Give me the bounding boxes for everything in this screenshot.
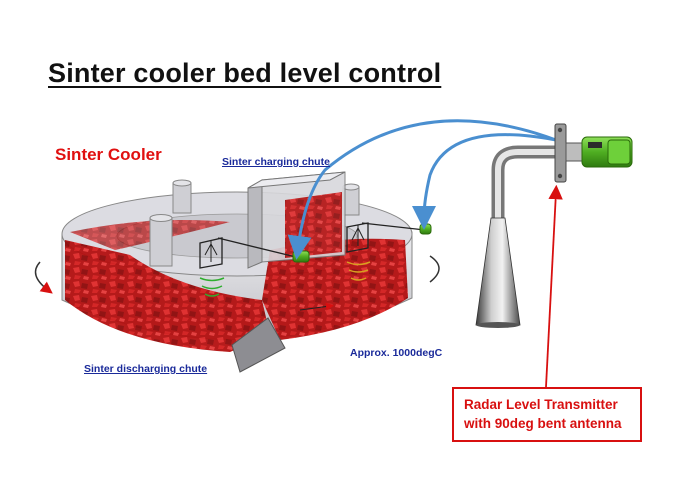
- measurement-point-right: [346, 222, 371, 281]
- page-title: Sinter cooler bed level control: [48, 58, 442, 88]
- flow-arrow: [299, 302, 334, 311]
- sensor-cable-left: [217, 237, 301, 259]
- callout-line-1: Radar Level Transmitter: [464, 397, 618, 412]
- discharging-chute: [231, 317, 286, 373]
- measurement-point-left: [199, 237, 225, 297]
- temperature-label: Approx. 1000degC: [350, 347, 443, 359]
- radar-transmitter-callout: Radar Level Transmitter with 90deg bent …: [452, 387, 642, 442]
- pointer-arrow-center: [287, 119, 557, 260]
- callout-leader-arrow: [545, 184, 563, 388]
- cooler-stacks: [149, 179, 360, 267]
- rotation-arrow-right: [429, 255, 440, 283]
- radar-level-transmitter: [475, 123, 633, 328]
- pointer-arrow-right: [412, 133, 557, 230]
- mini-transmitter-center: [292, 250, 310, 263]
- mini-transmitter-right: [419, 223, 432, 235]
- rotation-arrow-left: [34, 261, 53, 294]
- sinter-cooler-label: Sinter Cooler: [55, 145, 162, 164]
- charging-chute-label: Sinter charging chute: [222, 156, 330, 168]
- callout-line-2: with 90deg bent antenna: [464, 416, 622, 431]
- discharging-chute-label: Sinter discharging chute: [84, 363, 208, 375]
